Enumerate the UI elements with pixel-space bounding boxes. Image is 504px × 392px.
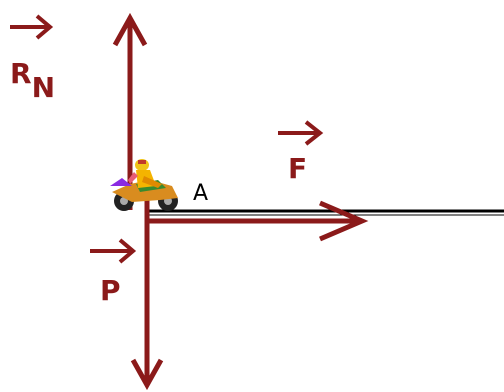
- road-line: [145, 209, 504, 216]
- vertical-force-arrows: [112, 12, 164, 391]
- p-vector-arrow-icon: [90, 238, 137, 264]
- point-a-label: A: [193, 181, 208, 206]
- rn-vector-arrow-icon: [10, 14, 54, 40]
- normal-force-main: R: [10, 57, 32, 90]
- normal-force-label: RN: [10, 57, 55, 104]
- horizontal-force-arrow: [147, 200, 369, 242]
- force-p-label: P: [100, 274, 121, 307]
- motorcycle-rider-icon: [110, 159, 178, 211]
- f-vector-arrow-icon: [278, 120, 324, 146]
- force-f-label: F: [288, 152, 307, 185]
- normal-force-subscript: N: [32, 71, 55, 104]
